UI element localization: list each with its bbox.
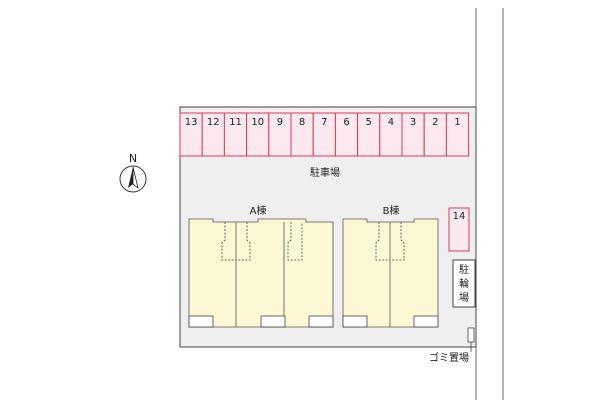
parking-spot-number: 4 (388, 117, 394, 128)
compass-letter: N (129, 152, 137, 165)
parking-spot: 13 (179, 112, 203, 157)
parking-spot-number: 11 (229, 117, 242, 128)
bicycle-parking-label: 輪 (459, 277, 469, 290)
parking-spot: 11 (223, 112, 248, 157)
parking-spot: 8 (290, 112, 314, 157)
parking-spot-number: 10 (251, 117, 264, 128)
entrance-door (188, 315, 214, 328)
entrance-door (308, 315, 334, 328)
bicycle-parking: 駐 輪 場 (452, 259, 476, 308)
parking-spot: 5 (357, 112, 381, 157)
parking-label: 駐車場 (310, 166, 340, 179)
building-b: B棟 (342, 204, 439, 328)
parking-spot: 9 (268, 112, 292, 157)
parking-spot-number: 6 (343, 117, 349, 128)
parking-spot-number: 3 (410, 117, 416, 128)
parking-spot-row: 13 12 11 10 9 8 7 6 5 4 3 2 1 (179, 112, 470, 157)
bicycle-parking-label: 駐 (459, 263, 469, 276)
parking-spot-number: 2 (432, 117, 438, 128)
parking-spot: 3 (401, 112, 425, 157)
entrance-door (342, 315, 368, 328)
garbage-box-icon (467, 327, 475, 343)
parking-spot-number: 9 (277, 117, 283, 128)
entrance-door (413, 315, 439, 328)
north-arrow-icon: N (119, 152, 147, 193)
building-a: A棟 (188, 204, 334, 328)
parking-spot: 12 (201, 112, 225, 157)
parking-spot: 14 (448, 207, 470, 252)
entrance-door (260, 315, 286, 328)
parking-spot-number: 7 (321, 117, 327, 128)
parking-spot: 10 (246, 112, 270, 157)
parking-spot-number: 5 (366, 117, 372, 128)
parking-spot-number: 14 (453, 211, 466, 222)
parking-spot: 4 (379, 112, 403, 157)
parking-spot-number: 12 (207, 117, 220, 128)
parking-spot: 1 (445, 112, 470, 157)
garbage-label: ゴミ置場 (429, 351, 469, 364)
parking-spot-number: 1 (454, 117, 460, 128)
building-label: B棟 (383, 204, 400, 217)
bicycle-parking-label: 場 (459, 291, 469, 304)
parking-spot: 7 (312, 112, 336, 157)
parking-spot: 2 (423, 112, 447, 157)
garbage-station: ゴミ置場 (429, 327, 475, 364)
parking-spot: 6 (334, 112, 359, 157)
parking-spot-number: 13 (185, 117, 198, 128)
parking-spot-number: 8 (299, 117, 305, 128)
building-label: A棟 (250, 204, 267, 217)
